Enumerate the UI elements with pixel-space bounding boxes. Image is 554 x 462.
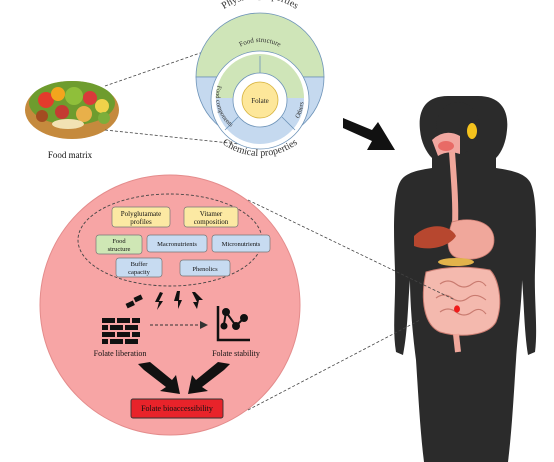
food-structure-ring-label: Food structure: [238, 36, 282, 49]
micronutrients-box: Micronutrients: [211, 234, 271, 253]
buffer-capacity-box: Buffer capacity: [115, 257, 163, 278]
micronutrients-label: Micronutrients: [222, 241, 261, 248]
polyglutamate-box: Polyglutamate profiles: [111, 206, 171, 228]
physical-properties-ring: [195, 12, 325, 78]
buffer-capacity-label: Buffer: [131, 261, 149, 268]
polyglutamate-label: Polyglutamate: [121, 210, 161, 218]
buffer-capacity-label: capacity: [128, 269, 150, 276]
connector-line: [104, 129, 259, 147]
small-arrows-icon: [155, 291, 203, 310]
stomach: [447, 219, 495, 260]
arrow-head-icon: [200, 321, 208, 329]
phenolics-label: Phenolics: [192, 266, 218, 273]
food-structure-label: Food: [112, 238, 126, 245]
physical-properties-label: Physical properties: [220, 0, 301, 12]
salivary-gland: [467, 123, 477, 139]
liberation-arrow-icon: [138, 362, 180, 394]
folate-stability-label: Folate stability: [212, 349, 260, 358]
folate-bioaccessibility-label: Folate bioaccessibility: [141, 404, 213, 413]
food-matrix-label: Food matrix: [48, 150, 93, 160]
folate-core: [241, 81, 279, 119]
vitamer-label: Vitamer: [200, 210, 223, 218]
folate-bioaccessibility-box: [130, 398, 224, 419]
human-body: [394, 96, 537, 462]
absorption-site: [454, 305, 460, 313]
brick-wall-icon: [102, 294, 143, 344]
arrow-to-body-icon: [343, 118, 395, 150]
phenolics-box: Phenolics: [179, 259, 231, 277]
folate-core-label: Folate: [251, 97, 269, 105]
others-ring-label: Others: [294, 101, 305, 119]
food-structure-label: structure: [108, 246, 131, 253]
folate-rings: [195, 12, 325, 150]
food-structure-box: Food structure: [95, 234, 143, 255]
food-basket-icon: [25, 81, 119, 139]
polyglutamate-label: profiles: [130, 218, 152, 226]
connector-line: [247, 199, 456, 301]
molecule-chart-icon: [216, 306, 250, 342]
liver: [414, 226, 456, 249]
connector-line: [247, 319, 421, 411]
macronutrients-box: Macronutrients: [146, 234, 208, 253]
vitamer-label: composition: [194, 218, 229, 226]
vitamer-box: Vitamer composition: [183, 206, 239, 228]
macronutrients-label: Macronutrients: [157, 241, 197, 248]
stability-arrow-icon: [188, 362, 230, 394]
folate-liberation-label: Folate liberation: [94, 349, 147, 358]
